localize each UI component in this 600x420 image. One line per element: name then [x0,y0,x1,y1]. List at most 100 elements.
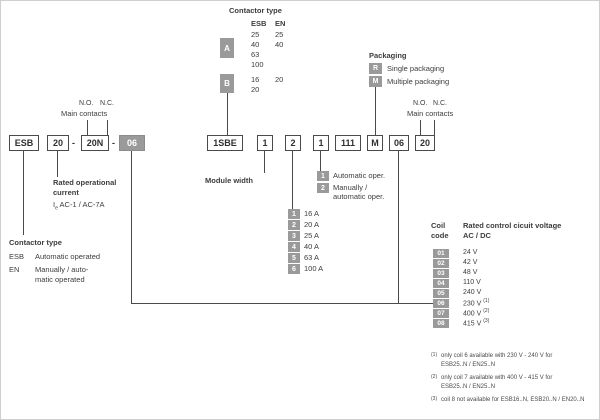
footnote-text: coil 8 not available for ESB16..N, ESB20… [441,397,585,403]
connector-line [320,151,321,171]
current-standards: AC-1 / AC-7A [57,200,105,209]
module-width-label: Module width [205,176,253,185]
current-label: 16 A [304,209,320,218]
footnote-text: only coil 7 available with 400 V - 415 V… [441,375,553,381]
current-label: 20 A [304,220,320,229]
coil-voltage: 230 V (1) [463,298,490,308]
rated-current-title-2: current [53,188,79,197]
coil-code: 06 [433,299,449,308]
connector-line [57,151,58,177]
table-cell: 100 [251,60,264,69]
legend-label-esb: Automatic operated [35,252,101,261]
current-code: 5 [288,253,300,263]
current-code: 6 [288,264,300,274]
table-cell: 20 [251,85,260,94]
coil-voltage: 24 V [463,249,477,257]
voltage-title-2: AC / DC [463,231,491,240]
voltage-value: 48 V [463,269,478,276]
footnote-marker: (3) [431,396,438,402]
right-nc-label: N.C. [433,100,447,107]
code-box-coil-code: 06 [389,135,409,151]
code-box-111: 111 [335,135,361,151]
footnote-ref: (2) [483,308,490,314]
top-table-title: Contactor type [229,6,282,15]
voltage-value: 110 V [463,279,481,286]
code-box-contacts: 20 [415,135,435,151]
table-cell: 63 [251,50,260,59]
connector-line [107,120,108,135]
packaging-code-r: R [369,63,382,74]
coil-code: 02 [433,259,449,268]
footnote-text: ESB25..N / EN25..N [441,384,496,390]
rated-current-title-1: Rated operational [53,178,117,187]
table-cell: 20 [275,75,284,84]
connector-line [131,151,132,303]
packaging-label-r: Single packaging [387,64,445,73]
operation-code-2: 2 [317,183,329,193]
footnote-marker: (1) [431,352,438,358]
current-code: 2 [288,220,300,230]
code-box-coil-06: 06 [119,135,145,151]
top-table-col-esb: ESB [251,19,267,28]
voltage-value: 400 V [463,310,482,318]
connector-line [434,120,435,135]
coil-code: 08 [433,319,449,328]
coil-code: 01 [433,249,449,258]
code-separator: - [112,138,115,148]
group-b-box: B [220,74,234,93]
code-box-esb: ESB [9,135,39,151]
current-symbol-sub: e [55,205,58,212]
connector-line [87,120,88,135]
connector-line [292,151,293,209]
voltage-value: 24 V [463,249,478,256]
current-label: 25 A [304,231,320,240]
code-box-packaging: M [367,135,383,151]
right-main-contacts-label: Main contacts [407,109,454,118]
top-table-col-en: EN [275,19,286,28]
code-box-20: 20 [47,135,69,151]
current-code: 1 [288,209,300,219]
operation-code-1: 1 [317,171,329,181]
connector-line [131,303,433,304]
packaging-code-m: M [369,76,382,87]
current-label: 40 A [304,242,320,251]
legend-label-en-2: matic operated [35,275,85,284]
coil-title-1: Coil [431,221,446,230]
connector-line [23,151,24,235]
footnote-ref: (1) [483,298,490,304]
coil-voltage: 48 V [463,269,477,277]
current-code: 4 [288,242,300,252]
current-code: 3 [288,231,300,241]
connector-line [420,120,421,135]
coil-code: 04 [433,279,449,288]
packaging-label-m: Multiple packaging [387,77,450,86]
group-a-box: A [220,38,234,58]
footnote-text: ESB25..N / EN25..N [441,362,496,368]
connector-line [264,151,265,173]
operation-label-1: Automatic oper. [333,171,386,180]
legend-label-en-1: Manually / auto- [35,265,89,274]
code-box-operation: 1 [313,135,329,151]
table-cell: 40 [251,40,260,49]
coil-voltage: 415 V (3) [463,318,489,328]
table-cell: 25 [275,30,284,39]
voltage-value: 240 V [463,289,482,296]
packaging-title: Packaging [369,51,407,60]
code-box-module-width: 1 [257,135,273,151]
code-box-20n: 20N [81,135,109,151]
coil-code: 07 [433,309,449,318]
connector-line [398,151,399,303]
current-label: 100 A [304,264,324,273]
left-main-contacts-label: Main contacts [61,109,108,118]
code-box-size: 2 [285,135,301,151]
legend-code-en: EN [9,265,20,274]
voltage-title-1: Rated control cicuit voltage [463,221,562,230]
coil-title-2: code [431,231,449,240]
coil-voltage: 240 V [463,289,481,297]
voltage-value: 415 V [463,320,482,328]
table-cell: 40 [275,40,284,49]
coil-voltage: 42 V [463,259,477,267]
table-cell: 16 [251,75,260,84]
table-cell: 25 [251,30,260,39]
